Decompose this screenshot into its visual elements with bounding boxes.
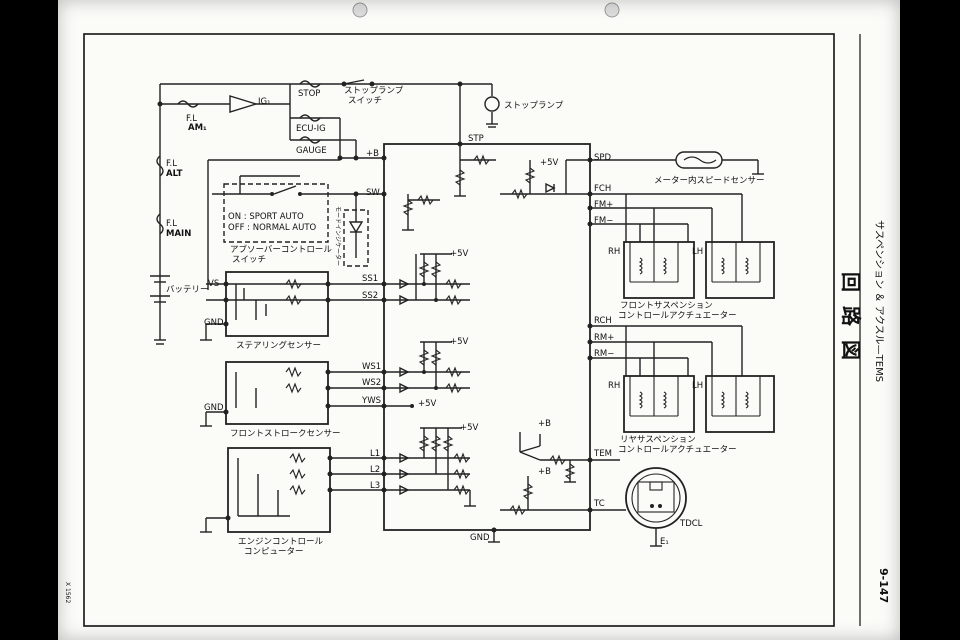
label-rm-plus: RM+ bbox=[594, 333, 614, 343]
scanned-page bbox=[58, 0, 900, 640]
label-ws2: WS2 bbox=[362, 378, 381, 388]
label-plus-b: +B bbox=[366, 149, 379, 159]
label-plus5v-ws: +5V bbox=[450, 337, 469, 347]
label-ws1: WS1 bbox=[362, 362, 381, 372]
label-speed-sensor: メーター内スピードセンサー bbox=[654, 175, 765, 186]
tems-computer-box bbox=[383, 143, 591, 531]
label-sw: SW bbox=[366, 188, 380, 198]
label-vs: VS bbox=[208, 279, 219, 289]
big-title: 回路図 bbox=[839, 272, 863, 374]
label-plus5v-yws: +5V bbox=[418, 399, 437, 409]
label-plus5v-ss: +5V bbox=[450, 249, 469, 259]
steering-sensor bbox=[200, 271, 384, 341]
label-yws: YWS bbox=[361, 396, 381, 406]
diagram-labels: STOP ストップランプ スイッチ ストップランプ IG₁ ECU-IG GAU… bbox=[166, 86, 765, 557]
label-absorber-switch-1: アブソーバーコントロール bbox=[230, 244, 332, 255]
label-rch: RCH bbox=[594, 316, 612, 326]
label-gnd-steering: GND bbox=[204, 318, 224, 328]
label-engine-computer-1: エンジンコントロール bbox=[238, 537, 324, 547]
label-steering-sensor: ステアリングセンサー bbox=[236, 340, 321, 351]
absorber-control-switch bbox=[207, 159, 440, 290]
label-ss1: SS1 bbox=[362, 274, 378, 284]
label-l3: L3 bbox=[370, 481, 380, 491]
label-engine-computer-2: コンピューター bbox=[244, 547, 304, 557]
label-gnd-stroke: GND bbox=[204, 403, 224, 413]
punch-hole-right bbox=[604, 2, 620, 18]
label-mode-indicator: モードインジケーター bbox=[334, 206, 342, 266]
label-stop-lamp: ストップランプ bbox=[504, 101, 564, 111]
label-tc: TC bbox=[593, 499, 605, 509]
label-rh-rear: RH bbox=[608, 381, 620, 391]
label-spd: SPD bbox=[594, 153, 612, 163]
label-lh-rear: LH bbox=[692, 381, 703, 391]
label-e1: E₁ bbox=[660, 537, 669, 547]
label-stop: STOP bbox=[298, 89, 320, 99]
label-l2: L2 bbox=[370, 465, 380, 475]
label-tdcl: TDCL bbox=[679, 519, 703, 529]
label-fm-minus: FM− bbox=[594, 216, 613, 226]
label-fl-main: F.L bbox=[166, 219, 177, 229]
label-sw-off: OFF : NORMAL AUTO bbox=[228, 223, 317, 233]
label-alt: ALT bbox=[166, 169, 183, 179]
label-rear-actuator-1: リヤサスペンション bbox=[620, 435, 696, 445]
label-tem: TEM bbox=[593, 449, 612, 459]
engine-control-computer bbox=[200, 447, 384, 533]
label-main: MAIN bbox=[166, 229, 191, 239]
label-lh-front: LH bbox=[692, 247, 703, 257]
label-sw-on: ON : SPORT AUTO bbox=[228, 212, 304, 222]
power-supply bbox=[150, 79, 500, 345]
label-plus-b-tem: +B bbox=[538, 419, 551, 429]
label-front-actuator-2: コントロールアクチュエーター bbox=[618, 311, 737, 321]
label-am1: AM₁ bbox=[188, 123, 207, 133]
label-ss2: SS2 bbox=[362, 291, 378, 301]
label-stop-lamp-switch-2: スイッチ bbox=[348, 96, 382, 106]
label-ecu-ig: ECU-IG bbox=[296, 124, 326, 134]
label-ig1: IG₁ bbox=[258, 97, 271, 107]
ecu-input-circuits bbox=[384, 144, 590, 543]
label-gnd-ecu: GND bbox=[470, 533, 490, 543]
label-fl-alt: F.L bbox=[166, 159, 177, 169]
label-rh-front: RH bbox=[608, 247, 620, 257]
rear-actuators bbox=[590, 325, 775, 433]
label-battery: バッテリー bbox=[166, 285, 209, 295]
label-stop-lamp-switch-1: ストップランプ bbox=[344, 86, 404, 96]
punch-hole-left bbox=[352, 2, 368, 18]
label-plus5v-spd: +5V bbox=[540, 158, 559, 168]
front-actuators bbox=[590, 193, 775, 299]
page-number: 9-147 bbox=[877, 568, 890, 603]
label-l1: L1 bbox=[370, 449, 380, 459]
label-fl-am1: F.L bbox=[186, 114, 197, 124]
label-plus-b-tc: +B bbox=[538, 467, 551, 477]
label-fch: FCH bbox=[594, 184, 611, 194]
label-rm-minus: RM− bbox=[594, 349, 614, 359]
page-frame bbox=[83, 33, 835, 627]
side-title: サスペンション ＆ アクスル—TEMS bbox=[873, 220, 885, 382]
label-front-stroke-sensor: フロントストロークセンサー bbox=[230, 429, 341, 439]
ecu-pin-dots bbox=[381, 141, 593, 513]
label-absorber-switch-2: スイッチ bbox=[232, 255, 266, 265]
label-rear-actuator-2: コントロールアクチュエーター bbox=[618, 445, 737, 455]
label-fm-plus: FM+ bbox=[594, 200, 613, 210]
speed-sensor bbox=[590, 151, 764, 175]
front-stroke-sensor bbox=[200, 361, 384, 427]
margin-code: X 1562 bbox=[64, 582, 71, 603]
label-gauge: GAUGE bbox=[296, 146, 327, 156]
tdcl-connector bbox=[590, 459, 687, 547]
label-stp: STP bbox=[468, 134, 484, 144]
label-front-actuator-1: フロントサスペンション bbox=[620, 301, 713, 311]
label-plus5v-l: +5V bbox=[460, 423, 479, 433]
